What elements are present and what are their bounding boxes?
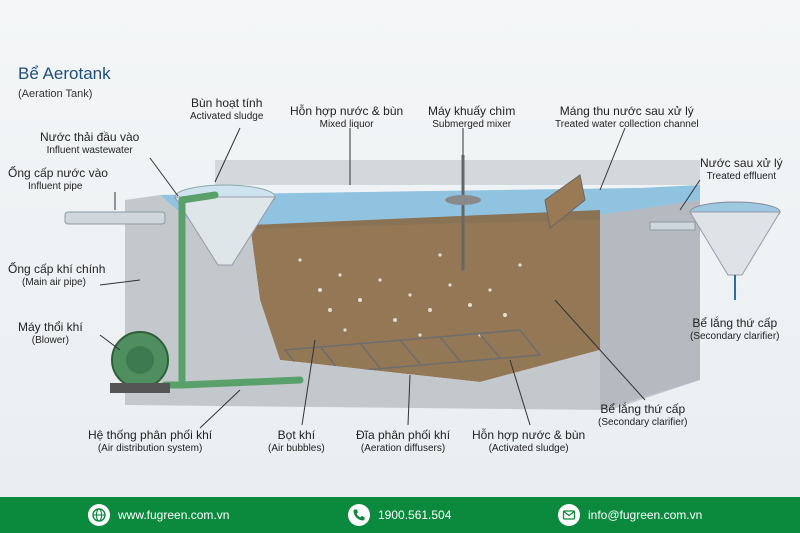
label-blower: Máy thổi khí (Blower) [18, 320, 83, 346]
label-secondary-clarifier-right: Bể lắng thứ cấp (Secondary clarifier) [690, 316, 780, 342]
globe-icon [88, 504, 110, 526]
clarifier-cone [689, 211, 781, 276]
label-submerged-mixer: Máy khuấy chìm Submerged mixer [428, 104, 516, 130]
label-air-distribution: Hệ thống phân phối khí (Air distribution… [88, 428, 213, 454]
label-mixed-liquor: Hỗn hợp nước & bùn Mixed liquor [290, 104, 404, 130]
footer-email[interactable]: info@fugreen.com.vn [558, 497, 702, 533]
collection-channel [544, 174, 586, 229]
label-air-bubbles: Bọt khí (Air bubbles) [268, 428, 325, 454]
mixed-liquor-body [250, 210, 600, 382]
influent-pipe-shape [64, 211, 166, 225]
tank-right-wall [600, 200, 700, 410]
label-treated-effluent: Nước sau xử lý Treated effluent [700, 156, 783, 182]
label-main-air-pipe: Ống cấp khí chính (Main air pipe) [8, 262, 106, 288]
mail-icon [558, 504, 580, 526]
effluent-pipe-shape [649, 221, 696, 231]
email-text: info@fugreen.com.vn [588, 508, 703, 522]
influent-cone [174, 196, 276, 266]
aeration-tank-illustration [64, 127, 781, 429]
label-activated-sludge-bottom: Hỗn hợp nước & bùn (Activated sludge) [472, 428, 586, 454]
website-text: www.fugreen.com.vn [118, 508, 230, 522]
label-aeration-diffusers: Đĩa phân phối khí (Aeration diffusers) [356, 428, 451, 454]
mixer-disc [445, 195, 481, 205]
air-bubbles-zone [298, 253, 522, 337]
tank-back-wall [215, 160, 700, 185]
diagram-stage: Bể Aerotank (Aeration Tank) Bùn hoạt tín… [0, 0, 800, 497]
tank-front-wall [125, 195, 700, 410]
label-secondary-clarifier-mid: Bể lắng thứ cấp (Secondary clarifier) [598, 402, 688, 428]
phone-text: 1900.561.504 [378, 508, 452, 522]
diagram-title: Bể Aerotank [18, 64, 111, 83]
label-influent-wastewater: Nước thải đầu vào Influent wastewater [40, 130, 140, 156]
footer-phone[interactable]: 1900.561.504 [348, 497, 451, 533]
diagram-subtitle: (Aeration Tank) [18, 88, 93, 100]
contact-footer: www.fugreen.com.vn 1900.561.504 info@fug… [0, 497, 800, 533]
label-activated-sludge-top: Bùn hoạt tính Activated sludge [190, 96, 264, 122]
leader-lines [99, 127, 701, 429]
label-influent-pipe: Ống cấp nước vào Influent pipe [8, 166, 108, 192]
phone-icon [348, 504, 370, 526]
footer-website[interactable]: www.fugreen.com.vn [88, 497, 229, 533]
label-treated-channel: Máng thu nước sau xử lý Treated water co… [555, 104, 699, 130]
